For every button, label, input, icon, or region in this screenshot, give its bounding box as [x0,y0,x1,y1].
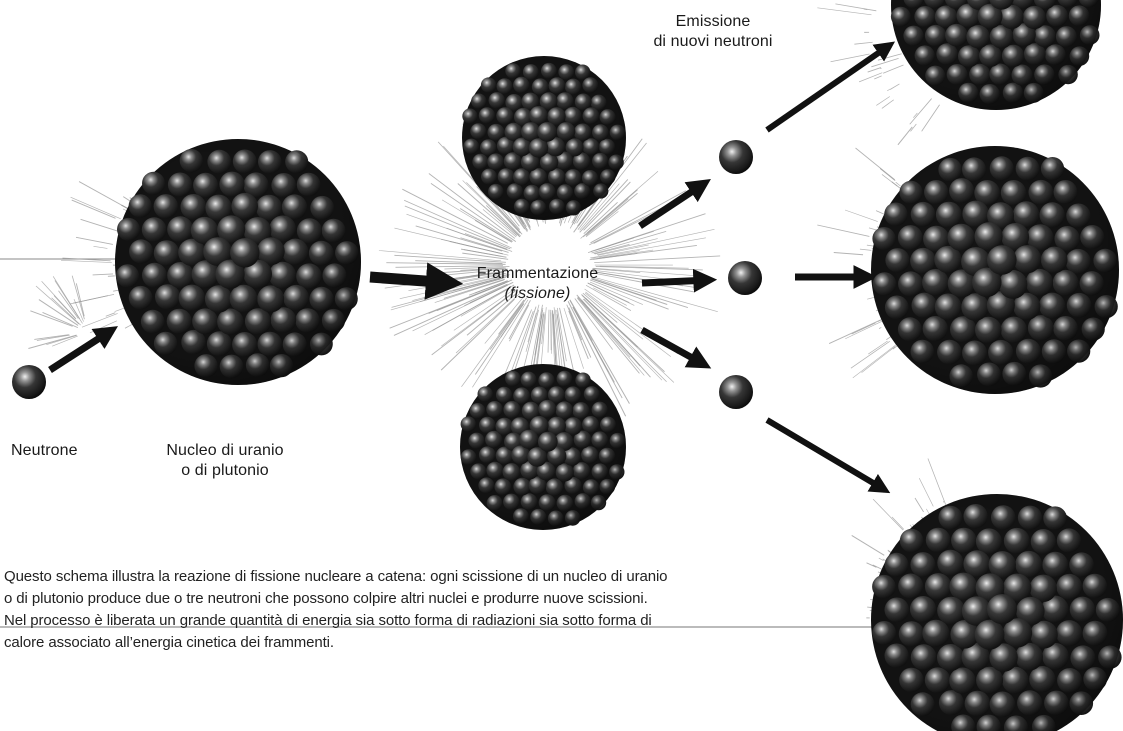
caption: Questo schema illustra la reazione di fi… [4,566,804,654]
fission-label: Frammentazione (fissione) [460,264,615,304]
fragment-bottom [460,364,626,530]
arrow-to-fission [370,277,452,283]
arrow-to-upper-nucleus [767,45,890,130]
emission-label-line2: di nuovi neutroni [653,33,772,50]
emitted-neutron-middle [728,261,762,295]
fission-label-line1: Frammentazione [477,265,598,282]
caption-line-3: Nel processo è liberata un grande quanti… [4,610,804,632]
emitted-neutron-top [719,140,753,174]
incoming-neutron [12,365,46,399]
fission-label-line2: (fissione) [505,285,571,302]
nucleus-label: Nucleo di uranio o di plutonio [140,441,310,481]
nucleus-label-line2: o di plutonio [181,462,269,479]
arrow-to-neutron-top [640,183,705,226]
nucleus-label-line1: Nucleo di uranio [166,442,283,459]
fragment-top [462,56,626,220]
neutron-label: Neutrone [11,441,78,461]
product-nucleus-upper [891,0,1101,110]
arrow-to-neutron-middle [642,280,710,283]
emission-label: Emissione di nuovi neutroni [618,12,808,52]
product-nucleus-lower [871,494,1123,731]
emitted-neutron-bottom [719,375,753,409]
caption-line-1: Questo schema illustra la reazione di fi… [4,566,804,588]
arrow-to-lower-nucleus [767,420,885,490]
product-nucleus-right [871,146,1119,394]
neutron-rays [28,276,84,349]
emission-label-line1: Emissione [676,13,751,30]
uranium-nucleus [115,139,361,385]
caption-line-4: calore associato all’energia cinetica de… [4,632,804,654]
caption-line-2: o di plutonio produce due o tre neutroni… [4,588,804,610]
